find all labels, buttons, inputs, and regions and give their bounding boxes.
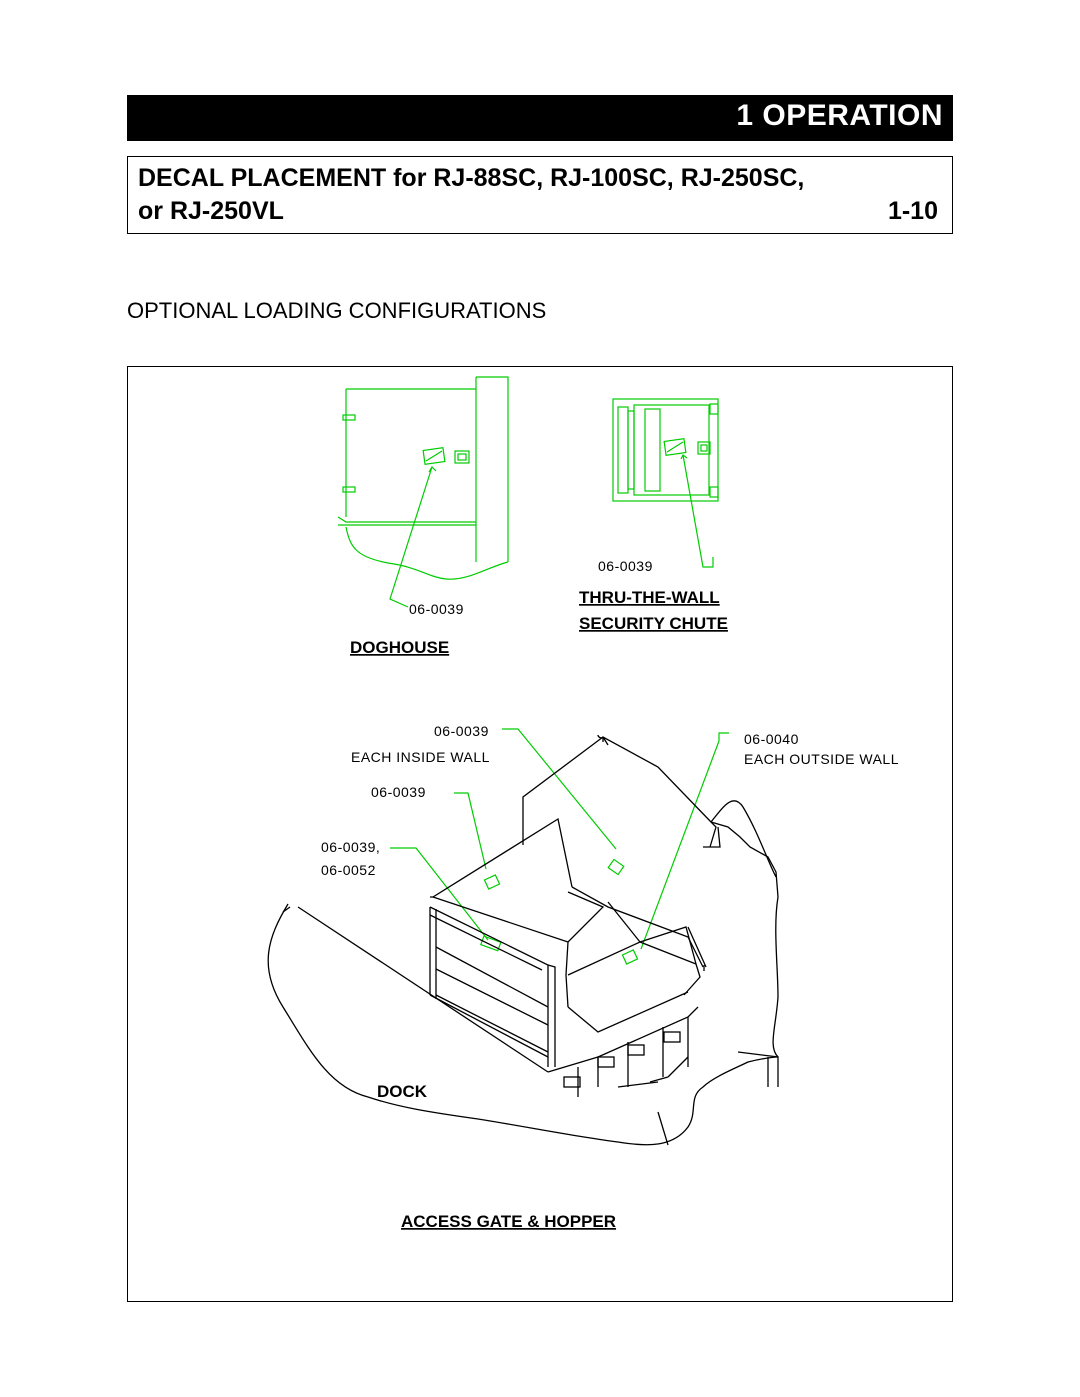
- figure-drawing: 06-0039 DOGHOUSE 06-0039 THRU-THE-WALL S…: [267, 376, 899, 1231]
- dock-mid-decal-label: 06-0039: [371, 784, 426, 800]
- dock-label: DOCK: [377, 1082, 428, 1101]
- page-number: 1-10: [887, 197, 938, 225]
- doghouse-caption: DOGHOUSE: [350, 638, 449, 657]
- dock-drawing: [267, 734, 779, 1146]
- doghouse-drawing: [337, 376, 509, 608]
- chute-caption-line-1: THRU-THE-WALL: [579, 588, 720, 607]
- dock-inside-note: EACH INSIDE WALL: [351, 749, 490, 765]
- gate-decal-label-1: 06-0039,: [321, 839, 380, 855]
- chute-caption-line-2: SECURITY CHUTE: [579, 614, 728, 633]
- access-gate-caption: ACCESS GATE & HOPPER: [401, 1212, 616, 1231]
- section-subtitle: OPTIONAL LOADING CONFIGURATIONS: [127, 298, 547, 323]
- page-title-box: DECAL PLACEMENT for RJ-88SC, RJ-100SC, R…: [127, 156, 953, 234]
- gate-decal-label-2: 06-0052: [321, 862, 376, 878]
- dock-inside-decal-label: 06-0039: [434, 723, 489, 739]
- section-header-bar: 1 OPERATION: [127, 95, 953, 141]
- dock-outside-note: EACH OUTSIDE WALL: [744, 751, 899, 767]
- doghouse-decal-label: 06-0039: [409, 601, 464, 617]
- page-title-line-2: or RJ-250VL: [138, 197, 284, 225]
- page-title-line-1: DECAL PLACEMENT for RJ-88SC, RJ-100SC, R…: [138, 164, 805, 192]
- chute-decal-label: 06-0039: [598, 558, 653, 574]
- section-title: 1 OPERATION: [736, 99, 943, 132]
- dock-outside-decal-label: 06-0040: [744, 731, 799, 747]
- dock-decals: [480, 858, 639, 965]
- chute-drawing: [612, 398, 719, 568]
- dock-leaders: [390, 728, 729, 950]
- decal-placement-figure: 06-0039 DOGHOUSE 06-0039 THRU-THE-WALL S…: [127, 366, 953, 1302]
